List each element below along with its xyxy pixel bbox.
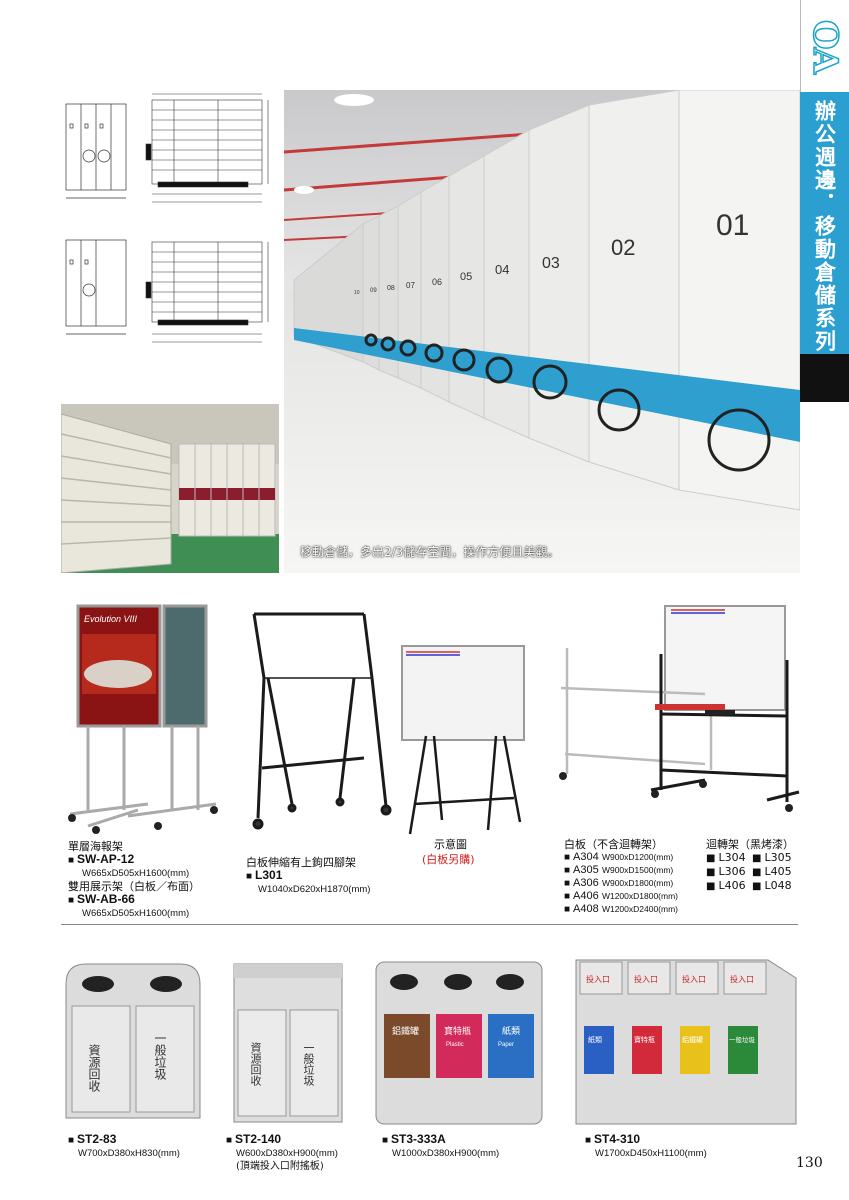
product-dimensions: W1000xD380xH900(mm) — [392, 1148, 500, 1159]
rotating-stand-info: 迴轉架（黑烤漆） L304L305 L306L405 L406L048 — [706, 838, 794, 893]
bin-st2-140-info: ST2-140 W600xD380xH900(mm) (頂端投入口附搖板) — [226, 1133, 338, 1173]
poster-stand-info: 單層海報架 SW-AP-12 W665xD505xH1600(mm) 雙用展示架… — [68, 840, 200, 920]
bin-st3-333a-info: ST3-333A W1000xD380xH900(mm) — [382, 1133, 499, 1160]
product-name: 雙用展示架（白板／布面） — [68, 880, 200, 893]
bin-label: 寶特瓶 — [634, 1035, 655, 1044]
whiteboard-item: A406 W1200xD1800(mm) — [564, 890, 678, 903]
product-code: ST2-140 — [226, 1133, 338, 1147]
product-name: 白板伸縮有上鉤四腳架 — [246, 856, 356, 869]
product-dimensions: W665xD505xH1600(mm) — [82, 908, 190, 919]
illustration-label: 示意圖 — [434, 838, 467, 851]
rotating-title: 迴轉架（黑烤漆） — [706, 838, 794, 851]
section-code: OA — [804, 19, 846, 73]
bin-st2-83-image: 資源回收 一般垃圾 — [62, 962, 204, 1122]
bin-st2-140-image: 資源回收 一般垃圾 — [230, 962, 346, 1124]
blueprint-side-2 — [140, 228, 280, 350]
bin-sublabel: Plastic — [446, 1042, 464, 1048]
product-name: 單層海報架 — [68, 840, 123, 853]
product-code: L301 — [246, 869, 370, 883]
bin-label: 鋁鐵罐 — [392, 1025, 419, 1036]
bin-label: 資源回收 — [249, 1042, 262, 1087]
product-note: (頂端投入口附搖板) — [236, 1161, 324, 1172]
cabinet-number-02: 02 — [611, 235, 635, 260]
bin-label: 一般垃圾 — [729, 1035, 756, 1044]
product-dimensions: W1040xD620xH1870(mm) — [258, 884, 371, 895]
whiteboard-item: A306 W900xD1800(mm) — [564, 877, 678, 890]
whiteboard-item: A304 W900xD1200(mm) — [564, 851, 678, 864]
whiteboard-info: 白板（不含迴轉架） A304 W900xD1200(mm) A305 W900x… — [564, 838, 678, 916]
illustration-note: (白板另購) — [422, 853, 475, 866]
shelving-photo — [61, 404, 279, 573]
bin-label: 鋁鐵罐 — [682, 1035, 703, 1044]
bin-sublabel: Paper — [498, 1042, 514, 1048]
illustration-info: 示意圖 (白板另購) — [422, 838, 475, 866]
bin-label: 一般垃圾 — [153, 1032, 167, 1080]
bin-slot-label: 投入口 — [634, 974, 658, 984]
poster-stand-image: Evolution VIII — [68, 604, 218, 840]
bin-label: 資源回收 — [87, 1044, 101, 1093]
bin-label: 一般垃圾 — [302, 1042, 315, 1087]
whiteboard-item: A408 W1200xD2400(mm) — [564, 903, 678, 916]
whiteboard-title: 白板（不含迴轉架） — [564, 838, 663, 851]
bin-slot-label: 投入口 — [682, 974, 706, 984]
blueprint-front-2 — [62, 232, 132, 342]
whiteboard-item: A305 W900xD1500(mm) — [564, 864, 678, 877]
blueprint-side-1 — [140, 86, 280, 208]
section-title: 辦公週邊．移動倉儲系列 — [812, 100, 837, 353]
product-dimensions: W600xD380xH900(mm) — [236, 1148, 338, 1159]
cabinet-number-08: 08 — [387, 285, 395, 292]
cabinet-number-06: 06 — [432, 277, 442, 287]
mobile-storage-photo: 01 02 03 04 05 06 07 08 09 10 — [284, 90, 800, 573]
section-code-tab: OA — [800, 0, 849, 92]
blueprint-front-1 — [62, 96, 132, 206]
section-divider — [61, 924, 798, 925]
product-dimensions: W700xD380xH830(mm) — [78, 1148, 180, 1159]
bin-st3-333a-image: 鋁鐵罐 寶特瓶 紙類 Plastic Paper — [374, 960, 544, 1126]
section-title-tab: 辦公週邊．移動倉儲系列 — [800, 92, 849, 354]
tab-block — [800, 354, 849, 402]
poster-text: Evolution VIII — [84, 614, 138, 624]
cabinet-number-04: 04 — [495, 262, 509, 277]
bin-st4-310-image: 投入口 投入口 投入口 投入口 紙類 寶特瓶 鋁鐵罐 一般垃圾 — [572, 956, 798, 1128]
bin-label: 紙類 — [588, 1035, 602, 1044]
cabinet-number-10: 10 — [354, 290, 360, 296]
cabinet-number-07: 07 — [406, 281, 415, 290]
product-code: ST3-333A — [382, 1133, 499, 1147]
whiteboard-illustration-image — [400, 644, 528, 836]
a-frame-stand-image — [244, 608, 394, 838]
bin-label: 紙類 — [502, 1025, 520, 1036]
product-code: SW-AB-66 — [68, 893, 200, 907]
bin-st4-310-info: ST4-310 W1700xD450xH1100(mm) — [585, 1133, 707, 1160]
product-dimensions: W1700xD450xH1100(mm) — [595, 1148, 707, 1159]
cabinet-number-05: 05 — [460, 271, 472, 283]
a-frame-info: 白板伸縮有上鉤四腳架 L301 W1040xD620xH1870(mm) — [246, 856, 370, 896]
product-code: ST2-83 — [68, 1133, 180, 1147]
bin-label: 寶特瓶 — [444, 1025, 471, 1036]
product-code: ST4-310 — [585, 1133, 707, 1147]
whiteboard-rotating-stand-image — [555, 604, 801, 818]
page-number: 130 — [796, 1155, 823, 1171]
cabinet-number-09: 09 — [370, 288, 377, 294]
bin-slot-label: 投入口 — [586, 974, 610, 984]
cabinet-number-01: 01 — [716, 209, 749, 242]
bin-st2-83-info: ST2-83 W700xD380xH830(mm) — [68, 1133, 180, 1160]
main-photo-caption: 移動倉儲，多出2/3儲存空間，操作方便且美觀。 — [300, 545, 560, 559]
product-dimensions: W665xD505xH1600(mm) — [82, 868, 190, 879]
product-code: SW-AP-12 — [68, 853, 200, 867]
bin-slot-label: 投入口 — [730, 974, 754, 984]
cabinet-number-03: 03 — [542, 255, 560, 272]
